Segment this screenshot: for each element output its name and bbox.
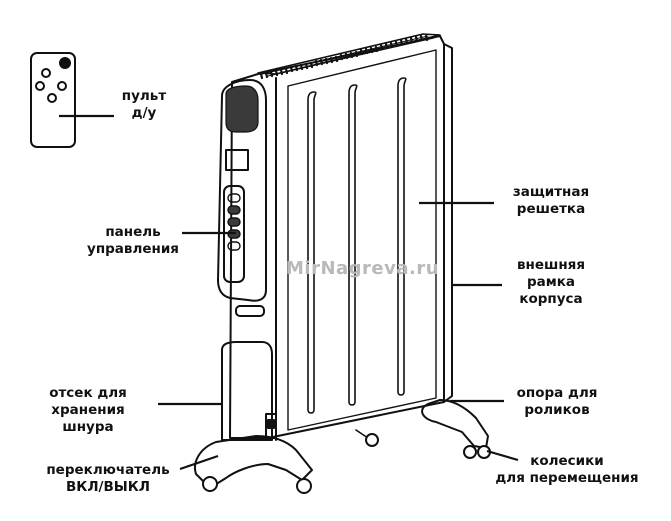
label-control-panel: панель управления — [87, 224, 179, 257]
front-grill-panel — [287, 49, 437, 431]
leader-lines — [59, 114, 519, 471]
label-power-switch: переключатель ВКЛ/ВЫКЛ — [46, 462, 170, 495]
top-display-icon — [225, 85, 259, 133]
leader-switch — [179, 454, 219, 471]
control-column — [217, 79, 267, 302]
remote-control-icon — [30, 52, 76, 148]
heater-body — [229, 35, 445, 439]
grill-slots — [307, 77, 407, 414]
label-cord-storage: отсек для хранения шнура — [49, 385, 127, 435]
label-wheels: колесики для перемещения — [495, 453, 639, 486]
vent-slot — [235, 305, 265, 317]
cord-storage-compartment — [221, 341, 273, 441]
label-protective-grill: защитная решетка — [512, 184, 590, 217]
label-remote: пульт д/у — [121, 88, 167, 121]
control-buttons-icon — [227, 193, 241, 251]
wheel-icon — [296, 478, 312, 494]
left-foot — [194, 435, 313, 489]
leader-wheels — [486, 449, 519, 462]
label-outer-frame: внешняя рамка корпуса — [516, 257, 586, 307]
indicator-window — [225, 149, 249, 171]
wheel-icon — [463, 445, 477, 459]
label-caster-support: опора для роликов — [516, 385, 598, 418]
wheel-icon — [365, 433, 379, 447]
wheel-icon — [202, 476, 218, 492]
watermark-text: MirNagreva.ru — [286, 258, 440, 279]
outer-frame-edge — [443, 43, 453, 403]
right-foot — [421, 399, 489, 449]
